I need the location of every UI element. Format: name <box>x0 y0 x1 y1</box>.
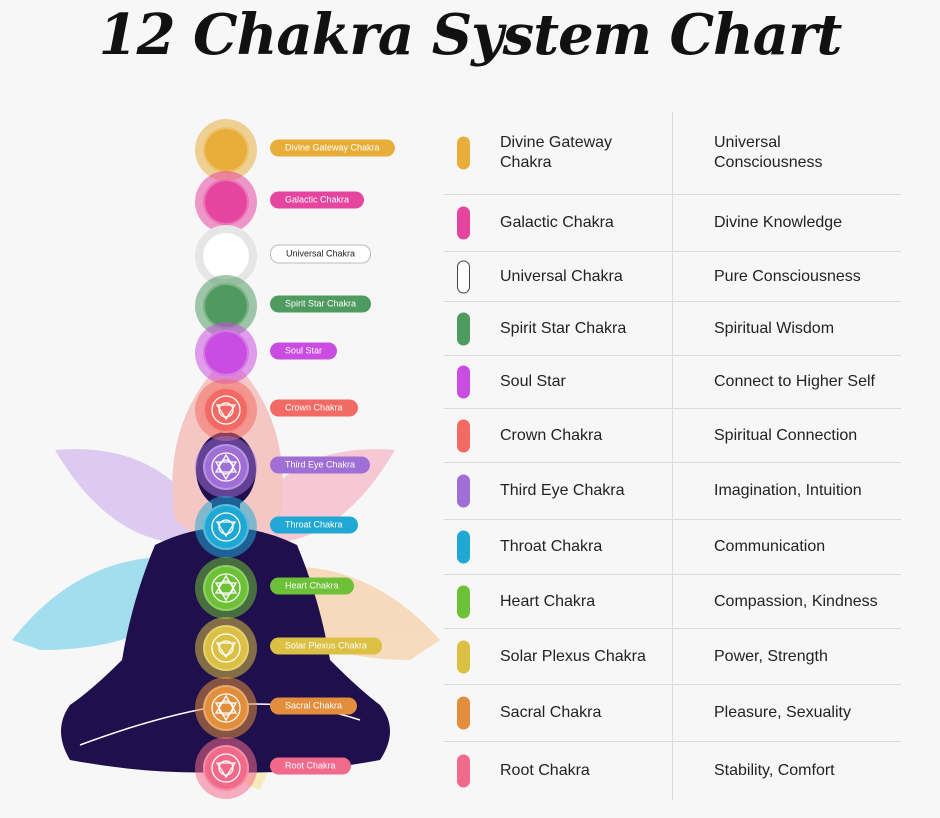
chakra-meaning: Divine Knowledge <box>714 214 843 231</box>
chakra-meaning: Power, Strength <box>714 647 828 665</box>
color-swatch <box>457 585 470 618</box>
chakra-name: Third Eye Chakra <box>500 482 625 499</box>
color-swatch <box>457 530 470 564</box>
chakra-label-throat-chakra: Throat Chakra <box>270 516 358 534</box>
chakra-name: Galactic Chakra <box>500 214 614 231</box>
page-title: 12 Chakra System Chart <box>98 2 843 68</box>
chakra-circle-throat-chakra <box>195 496 257 558</box>
color-swatch <box>457 696 470 730</box>
table-row: Universal Chakra Pure Consciousness <box>444 252 901 302</box>
chakra-circle-core <box>203 283 249 329</box>
chakra-label-galactic-chakra: Galactic Chakra <box>270 191 365 209</box>
chakra-name: Soul Star <box>500 373 566 390</box>
chakra-circle-core <box>203 504 249 550</box>
chakra-symbol-icon <box>211 512 241 542</box>
chakra-name: Spirit Star Chakra <box>500 319 627 337</box>
chakra-name: Crown Chakra <box>500 426 603 444</box>
table-row: Heart Chakra Compassion, Kindness <box>444 575 901 629</box>
chakra-meaning: Communication <box>714 538 826 555</box>
table-row: Soul Star Connect to Higher Self <box>444 356 901 409</box>
chakra-circle-root-chakra <box>195 737 257 799</box>
color-swatch <box>457 136 470 170</box>
chakra-circle-solar-plexus-chakra <box>195 617 257 679</box>
chakra-meaning: Imagination, Intuition <box>714 482 862 499</box>
chakra-circle-heart-chakra <box>195 557 257 619</box>
chakra-name: Divine Gateway Chakra <box>500 134 613 171</box>
chakra-label-divine-gateway-chakra: Divine Gateway Chakra <box>270 139 395 157</box>
table-row: Galactic Chakra Divine Knowledge <box>444 195 901 252</box>
color-swatch <box>457 206 470 240</box>
table-row: Solar Plexus Chakra Power, Strength <box>444 629 901 685</box>
chakra-meaning: Connect to Higher Self <box>714 373 875 390</box>
color-swatch <box>457 312 470 345</box>
chakra-symbol-icon <box>211 693 241 723</box>
chakra-circle-core <box>203 625 249 671</box>
chakra-label-solar-plexus-chakra: Solar Plexus Chakra <box>270 637 383 655</box>
chakra-circle-core <box>203 330 249 376</box>
table-row: Divine Gateway Chakra Universal Conscious… <box>444 112 901 195</box>
chakra-name: Root Chakra <box>500 761 590 779</box>
chakra-circle-core <box>203 179 249 225</box>
chakra-name: Heart Chakra <box>500 592 596 610</box>
chakra-symbol-icon <box>211 633 241 663</box>
chakra-label-crown-chakra: Crown Chakra <box>270 399 358 417</box>
chakra-label-soul-star: Soul Star <box>270 342 338 360</box>
chakra-circle-core <box>203 127 249 173</box>
chakra-circle-core <box>203 565 249 611</box>
chakra-meaning: Universal Consciousness <box>714 134 823 171</box>
chakra-circle-core <box>203 387 249 433</box>
chakra-name: Solar Plexus Chakra <box>500 647 646 665</box>
chakra-circle-sacral-chakra <box>195 677 257 739</box>
chakra-circle-galactic-chakra <box>195 171 257 233</box>
chakra-circle-core <box>203 745 249 791</box>
table-divider <box>672 112 673 800</box>
color-swatch <box>457 365 470 399</box>
chakra-label-heart-chakra: Heart Chakra <box>270 577 354 595</box>
chakra-meaning: Pleasure, Sexuality <box>714 704 851 721</box>
chakra-label-spirit-star-chakra: Spirit Star Chakra <box>270 295 372 313</box>
chakra-meaning: Spiritual Connection <box>714 426 858 444</box>
color-swatch <box>457 260 470 293</box>
chakra-circle-soul-star <box>195 322 257 384</box>
chakra-circle-core <box>203 444 249 490</box>
color-swatch <box>457 474 470 508</box>
table-row: Throat Chakra Communication <box>444 520 901 575</box>
chakra-circle-core <box>203 685 249 731</box>
color-swatch <box>457 754 470 787</box>
table-row: Spirit Star Chakra Spiritual Wisdom <box>444 302 901 356</box>
chakra-label-universal-chakra: Universal Chakra <box>270 244 372 264</box>
chakra-circle-crown-chakra <box>195 379 257 441</box>
chakra-meaning: Stability, Comfort <box>714 761 835 779</box>
table-row: Root Chakra Stability, Comfort <box>444 742 901 799</box>
chakra-name: Universal Chakra <box>500 267 623 285</box>
chakra-meaning: Compassion, Kindness <box>714 592 878 610</box>
table-row: Third Eye Chakra Imagination, Intuition <box>444 463 901 520</box>
chakra-meaning: Pure Consciousness <box>714 267 861 285</box>
chakra-meaning: Spiritual Wisdom <box>714 319 835 337</box>
chakra-circle-third-eye-chakra <box>195 436 257 498</box>
color-swatch <box>457 419 470 452</box>
chakra-symbol-icon <box>211 452 241 482</box>
chakra-label-sacral-chakra: Sacral Chakra <box>270 697 358 715</box>
color-swatch <box>457 640 470 673</box>
chakra-symbol-icon <box>211 753 241 783</box>
chakra-symbol-icon <box>211 395 241 425</box>
chakra-label-root-chakra: Root Chakra <box>270 757 351 775</box>
table-row: Sacral Chakra Pleasure, Sexuality <box>444 685 901 742</box>
chakra-symbol-icon <box>211 573 241 603</box>
chakra-circle-divine-gateway-chakra <box>195 119 257 181</box>
chakra-circle-core <box>203 233 249 279</box>
chakra-label-third-eye-chakra: Third Eye Chakra <box>270 456 371 474</box>
chakra-name: Throat Chakra <box>500 538 603 555</box>
chakra-name: Sacral Chakra <box>500 704 602 721</box>
table-row: Crown Chakra Spiritual Connection <box>444 409 901 463</box>
